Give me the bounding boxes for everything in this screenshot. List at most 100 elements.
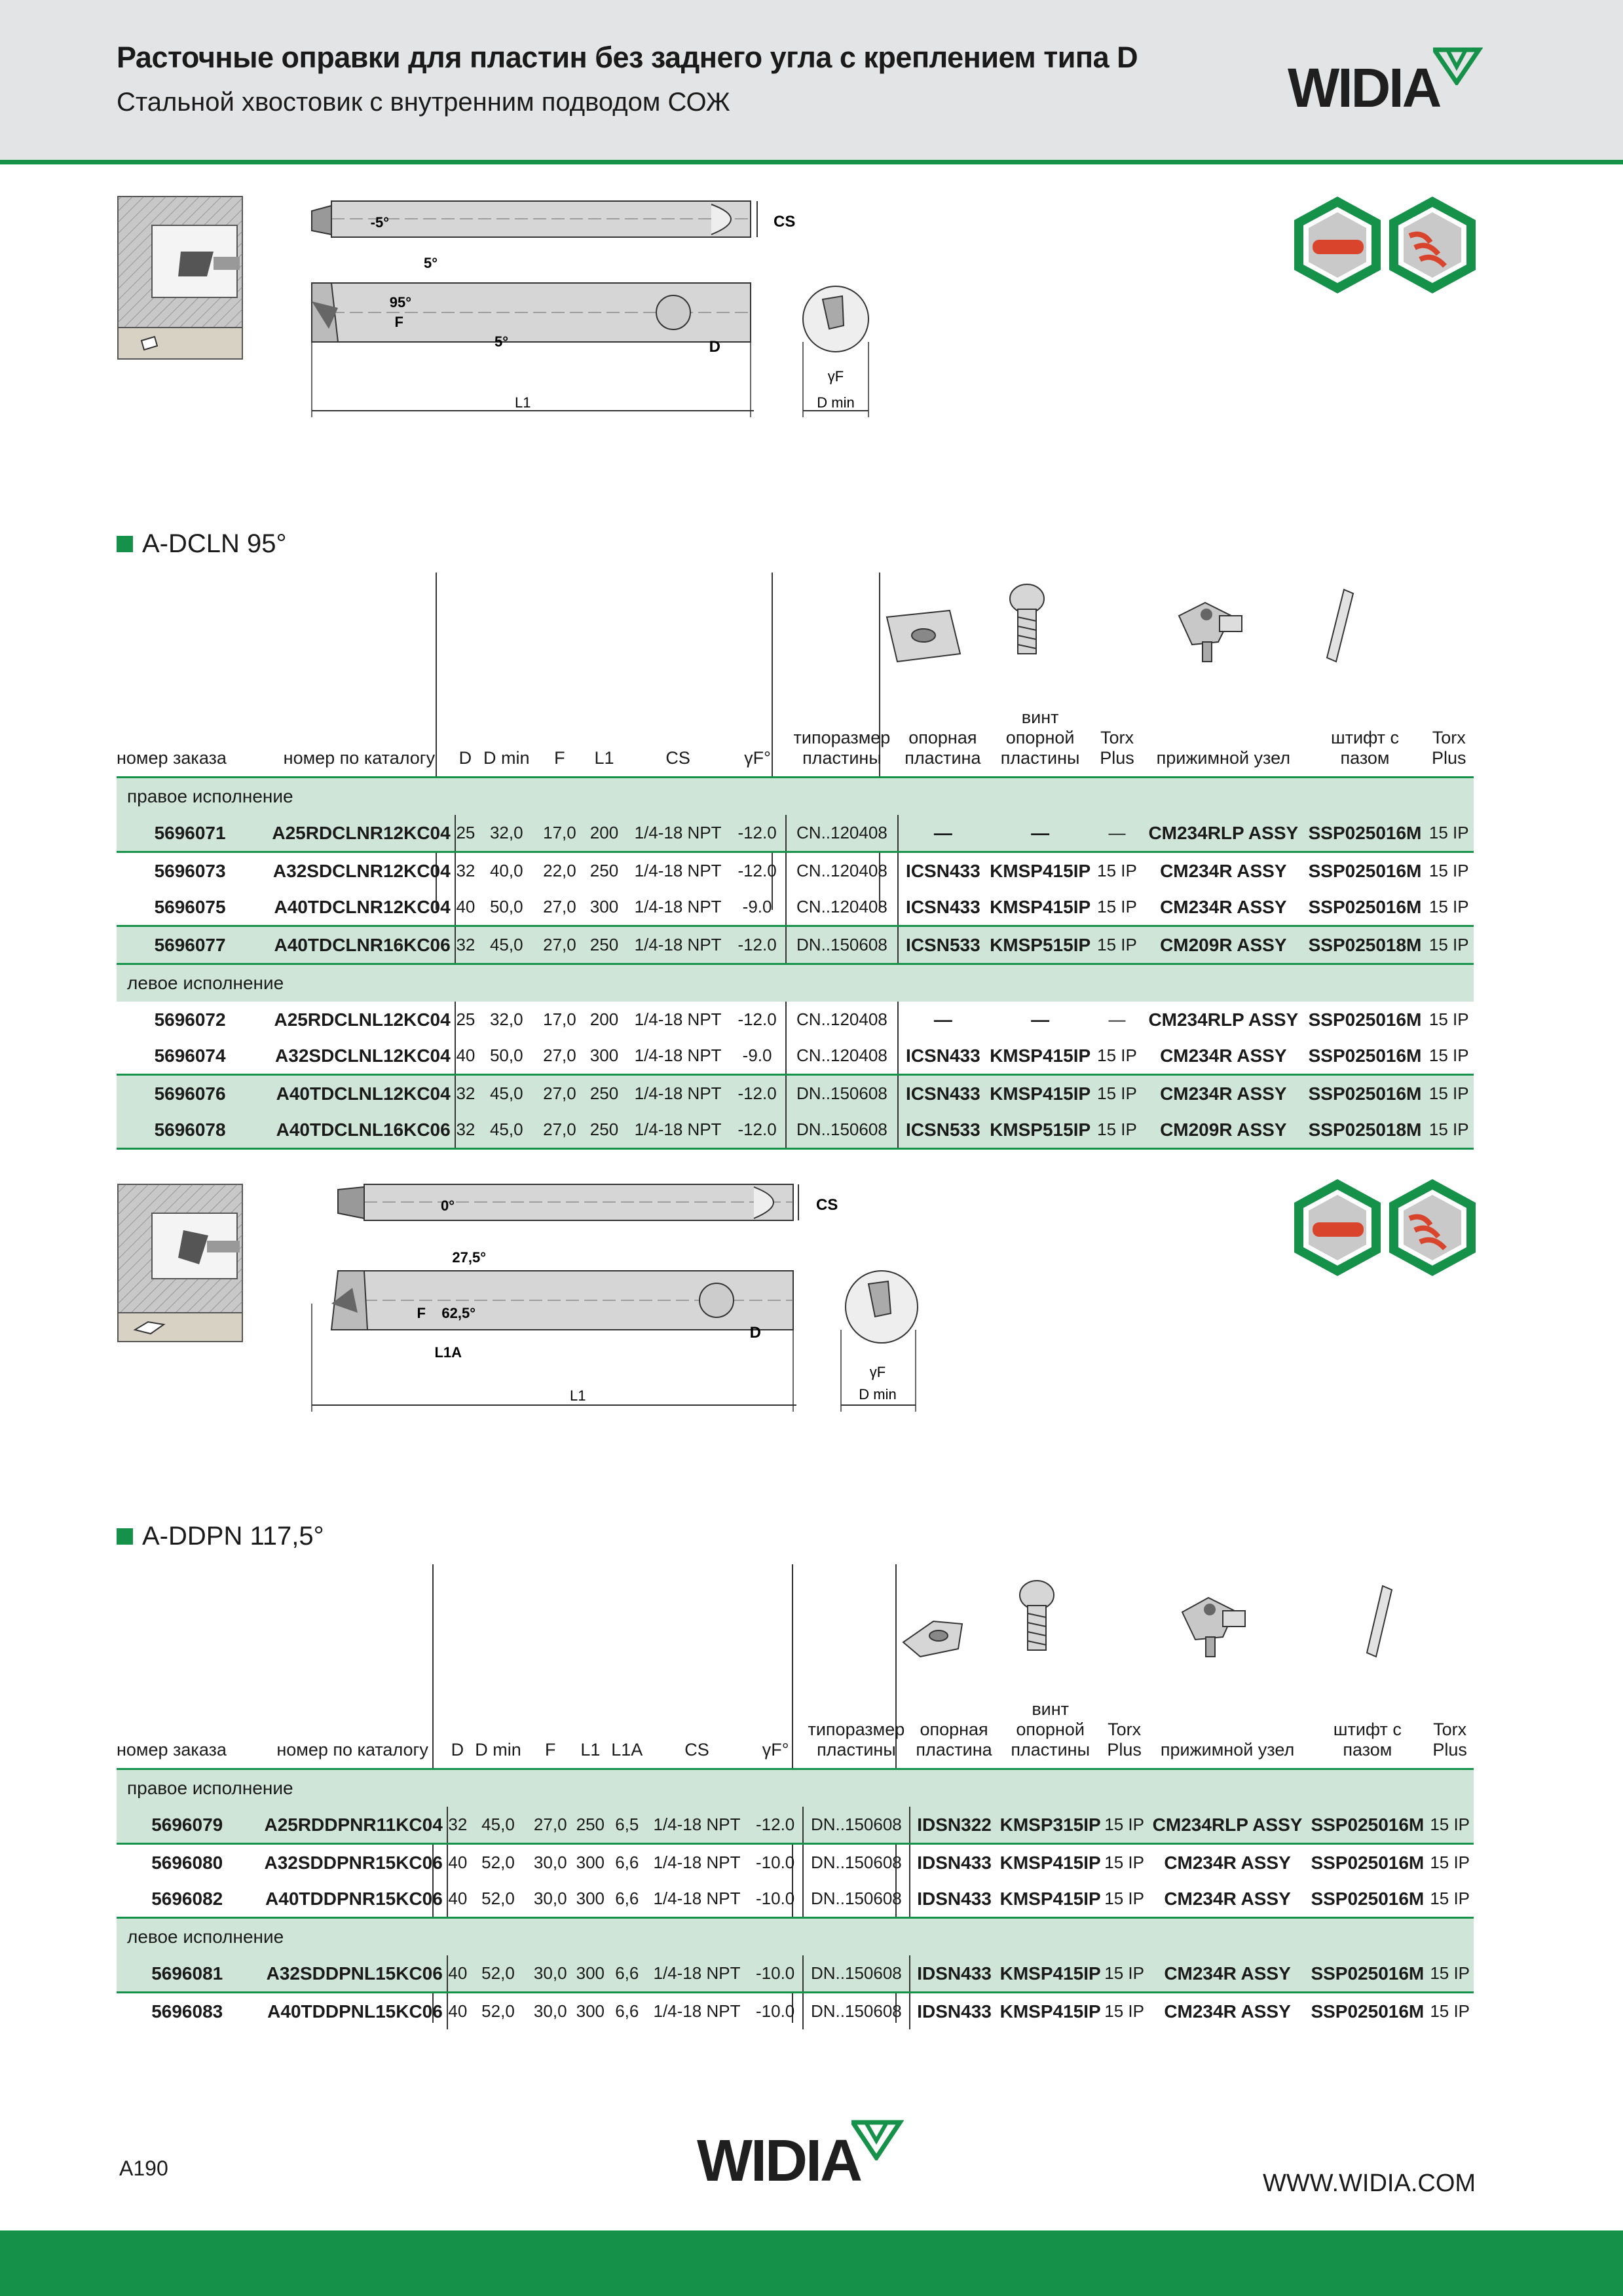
- table-ddpn: номер заказа номер по каталогу D D min F…: [117, 1699, 1474, 2029]
- table-cell: 15 IP: [1430, 1853, 1470, 1872]
- clamp-assembly-icon: [1178, 601, 1242, 662]
- table-cell: 25: [454, 815, 476, 853]
- table-cell: CM234R ASSY: [1160, 860, 1287, 881]
- table-cell: 15 IP: [1426, 1955, 1474, 1993]
- section-marker-icon: [117, 1528, 133, 1545]
- group-label: правое исполнение: [117, 1769, 1474, 1807]
- table-cell: -12.0: [748, 1807, 803, 1845]
- table-cell: DN..150608: [802, 1955, 910, 1993]
- col-l1: L1: [582, 707, 627, 778]
- table-cell: 1/4-18 NPT: [626, 815, 730, 853]
- table-cell: 1/4-18 NPT: [626, 1038, 730, 1076]
- table-cell: 1/4-18 NPT: [626, 889, 730, 927]
- dim-angle-5b: 5°: [494, 333, 508, 350]
- table-cell: 17,0: [537, 815, 582, 853]
- col-shim: опорная пластина: [898, 707, 988, 778]
- table-cell: 30,0: [529, 1881, 572, 1919]
- col-f: F: [537, 707, 582, 778]
- shim-screw-icon: [1009, 584, 1045, 654]
- group-row: левое исполнение: [117, 1917, 1474, 1955]
- table-cell: DN..150608: [802, 1843, 910, 1881]
- table-cell: 5696078: [117, 1112, 264, 1150]
- table-cell: KMSP415IP: [999, 2001, 1101, 2022]
- table-cell: IDSN433: [909, 1992, 998, 2029]
- table-cell: 15 IP: [1430, 2001, 1470, 2021]
- table-cell: DN..150608: [802, 1881, 910, 1919]
- col-f: F: [529, 1699, 572, 1770]
- table-cell: 45,0: [467, 1807, 529, 1845]
- col-gamma-f: γF°: [748, 1699, 803, 1770]
- table-cell: 300: [572, 1881, 609, 1919]
- col-clamp: прижимной узел: [1146, 1699, 1309, 1770]
- table-cell: SSP025016M: [1305, 1038, 1425, 1076]
- website-link[interactable]: WWW.WIDIA.COM: [1263, 2170, 1476, 2197]
- logo-text: WIDIA: [1288, 57, 1442, 119]
- table-cell: 30,0: [533, 1853, 567, 1872]
- dim-cs-2: CS: [816, 1196, 838, 1214]
- table-cell: ICSN433: [897, 852, 988, 889]
- table-cell: SSP025016M: [1309, 1881, 1427, 1919]
- table-cell: 15 IP: [1102, 1881, 1146, 1919]
- table-cell: 40: [446, 1843, 468, 1881]
- col-order-number: номер заказа: [117, 707, 264, 778]
- table-cell: CM209R ASSY: [1141, 926, 1306, 965]
- footer-band: [0, 2230, 1623, 2296]
- table-cell: 200: [589, 1009, 619, 1029]
- table-cell: SSP025016M: [1305, 889, 1425, 927]
- boring-application-icon-2: [1294, 1179, 1381, 1276]
- table-cell: 5696073: [154, 860, 226, 881]
- table-cell: CM234RLP ASSY: [1141, 815, 1306, 853]
- table-cell: 25: [454, 1002, 476, 1038]
- table-cell: A40TDCLNR16KC06: [263, 926, 455, 965]
- col-shim-screw: винт опорной пластины: [987, 707, 1093, 778]
- table-cell: 1/4-18 NPT: [626, 1074, 730, 1112]
- table-cell: 15 IP: [1092, 1038, 1142, 1076]
- table-cell: SSP025016M: [1309, 1955, 1427, 1993]
- col-order-number: номер заказа: [117, 1699, 258, 1770]
- table-cell: 15 IP: [1428, 861, 1469, 880]
- col-insert-size: типоразмер пластины: [802, 1699, 910, 1770]
- table-cell: —: [1031, 1009, 1050, 1030]
- table-cell: A40TDCLNL12KC04: [263, 1074, 455, 1112]
- col-l1a: L1A: [608, 1699, 646, 1770]
- table-cell: CM234R ASSY: [1164, 2001, 1291, 2022]
- col-l1: L1: [572, 1699, 609, 1770]
- table-cell: CM234R ASSY: [1164, 1852, 1291, 1873]
- table-cell: 5696079: [117, 1807, 258, 1845]
- dim-gamma-f: γF: [828, 368, 844, 385]
- dim-d-2: D: [750, 1324, 761, 1342]
- table-cell: ICSN433: [897, 1074, 988, 1112]
- table-cell: DN..150608: [785, 926, 899, 965]
- table-cell: —: [987, 815, 1093, 853]
- table-cell: 32,0: [489, 1009, 523, 1029]
- table-cell: -10.0: [748, 1955, 803, 1993]
- table-cell: 32: [454, 1074, 476, 1112]
- table-cell: 300: [582, 1038, 627, 1076]
- table-cell: 27,0: [537, 926, 582, 965]
- dim-d: D: [709, 338, 720, 356]
- shim-icon-2: [902, 1620, 963, 1658]
- table-cell: 32,0: [476, 815, 538, 853]
- table-cell: 32: [454, 852, 476, 889]
- table-cell: 1/4-18 NPT: [626, 926, 730, 965]
- dim-angle-5a: 5°: [424, 255, 438, 271]
- table-cell: 15 IP: [1092, 1074, 1142, 1112]
- section-title-text: A-DDPN 117,5°: [142, 1522, 324, 1551]
- table-cell: -10.0: [756, 2001, 795, 2021]
- table-cell: KMSP415IP: [998, 1955, 1103, 1993]
- dim-f-2: F: [417, 1305, 426, 1321]
- section-title-dcln: A-DCLN 95°: [117, 529, 287, 559]
- table-cell: ICSN433: [897, 1038, 988, 1076]
- dim-angle-95: 95°: [390, 294, 411, 311]
- col-torx-2: Torx Plus: [1426, 1699, 1474, 1770]
- table-cell: SSP025016M: [1311, 1852, 1425, 1873]
- table-cell: 300: [576, 2001, 605, 2021]
- table-cell: 250: [582, 1074, 627, 1112]
- page-number: A190: [119, 2156, 168, 2180]
- table-cell: A32SDCLNL12KC04: [263, 1038, 455, 1076]
